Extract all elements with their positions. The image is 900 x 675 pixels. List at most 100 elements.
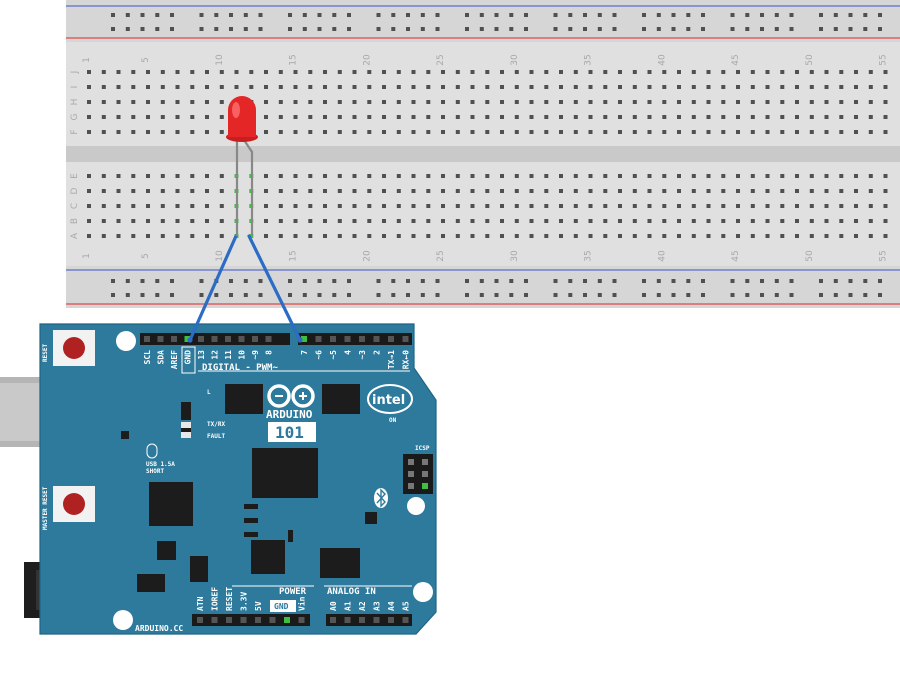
chip — [320, 548, 360, 578]
header-pin[interactable] — [330, 617, 336, 623]
breadboard-hole — [721, 204, 726, 208]
red-led[interactable] — [226, 96, 258, 236]
breadboard-hole — [87, 189, 91, 193]
wire-to-pin-7[interactable] — [247, 234, 302, 342]
breadboard-hole — [721, 85, 726, 89]
header-pin[interactable] — [269, 617, 276, 623]
breadboard-hole — [588, 100, 593, 104]
header-pin[interactable] — [388, 336, 394, 342]
header-pin[interactable] — [330, 336, 336, 342]
row-letter: H — [70, 99, 80, 106]
breadboard-hole — [677, 130, 681, 134]
breadboard-hole — [618, 115, 622, 119]
breadboard-hole — [396, 219, 401, 223]
wire-to-gnd[interactable] — [188, 234, 238, 342]
reset-button-cap[interactable] — [63, 337, 85, 359]
header-pin[interactable] — [265, 336, 272, 342]
breadboard-hole — [485, 204, 490, 208]
power-rail-hole — [332, 279, 337, 283]
breadboard-hole — [146, 115, 150, 119]
breadboard-hole — [603, 115, 608, 119]
breadboard-hole — [219, 130, 224, 134]
header-pin[interactable] — [211, 617, 218, 623]
breadboard-hole — [529, 70, 534, 74]
header-pin[interactable] — [240, 617, 247, 623]
breadboard-hole — [780, 115, 785, 119]
header-pin[interactable] — [373, 617, 380, 623]
header-pin[interactable] — [359, 617, 365, 623]
header-pin[interactable] — [238, 336, 245, 342]
header-pin[interactable] — [197, 617, 203, 623]
power-rail-hole — [391, 279, 396, 283]
header-pin[interactable] — [402, 336, 409, 342]
breadboard-hole — [441, 174, 445, 178]
power-rail-hole — [730, 293, 735, 297]
master-reset-button-cap[interactable] — [63, 493, 85, 515]
power-rail-hole — [229, 13, 233, 17]
breadboard-hole — [485, 115, 490, 119]
breadboard-hole — [396, 234, 401, 238]
breadboard-hole — [809, 189, 814, 193]
header-pin[interactable] — [344, 617, 351, 623]
header-pin[interactable] — [298, 617, 305, 623]
header-pin[interactable] — [211, 336, 218, 342]
header-pin[interactable] — [184, 336, 191, 342]
breadboard-hole — [780, 189, 785, 193]
breadboard-hole — [559, 70, 563, 74]
icsp-pin — [408, 459, 414, 465]
breadboard-hole — [87, 204, 91, 208]
breadboard-hole — [205, 100, 209, 104]
header-pin[interactable] — [402, 617, 409, 623]
header-pin-label: 4 — [344, 350, 353, 355]
header-pin[interactable] — [359, 336, 365, 342]
breadboard-hole — [514, 115, 519, 119]
mounting-hole — [116, 331, 136, 351]
breadboard-hole — [647, 204, 652, 208]
breadboard-hole — [500, 85, 504, 89]
breadboard-hole — [795, 130, 799, 134]
breadboard-hole — [323, 204, 327, 208]
header-pin[interactable] — [171, 336, 177, 342]
power-rail-hole — [671, 27, 676, 31]
header-pin[interactable] — [255, 617, 261, 623]
breadboard-hole — [455, 115, 460, 119]
breadboard-hole — [308, 219, 313, 223]
header-pin[interactable] — [315, 336, 322, 342]
chip — [190, 556, 208, 582]
header-pin-label: 3.3V — [240, 592, 249, 611]
power-rail-hole — [288, 279, 292, 283]
intel-label: intel — [372, 393, 405, 408]
power-rail-hole — [863, 27, 868, 31]
icsp-pin — [408, 471, 414, 477]
breadboard-hole — [293, 174, 298, 178]
power-rail-hole — [479, 13, 484, 17]
breadboard-hole — [647, 189, 652, 193]
header-pin[interactable] — [373, 336, 380, 342]
header-pin[interactable] — [226, 617, 232, 623]
header-pin[interactable] — [301, 336, 307, 342]
header-pin[interactable] — [284, 617, 290, 623]
row-letter: B — [70, 218, 80, 224]
header-pin[interactable] — [225, 336, 231, 342]
breadboard-hole — [146, 85, 150, 89]
breadboard-hole — [485, 219, 490, 223]
breadboard-hole — [677, 219, 681, 223]
breadboard-hole — [514, 85, 519, 89]
header-pin[interactable] — [252, 336, 258, 342]
power-rail-hole — [745, 293, 750, 297]
power-rail-hole — [317, 27, 322, 31]
breadboard-hole — [588, 204, 593, 208]
header-pin[interactable] — [157, 336, 164, 342]
breadboard-hole — [750, 189, 755, 193]
header-pin[interactable] — [198, 336, 204, 342]
header-pin[interactable] — [388, 617, 394, 623]
power-rail-hole — [848, 293, 853, 297]
column-number: 5 — [141, 253, 151, 259]
header-pin[interactable] — [344, 336, 351, 342]
breadboard-hole — [529, 85, 534, 89]
breadboard-hole — [721, 115, 726, 119]
header-pin[interactable] — [144, 336, 150, 342]
power-rail-hole — [494, 13, 499, 17]
power-rail-hole — [391, 13, 396, 17]
